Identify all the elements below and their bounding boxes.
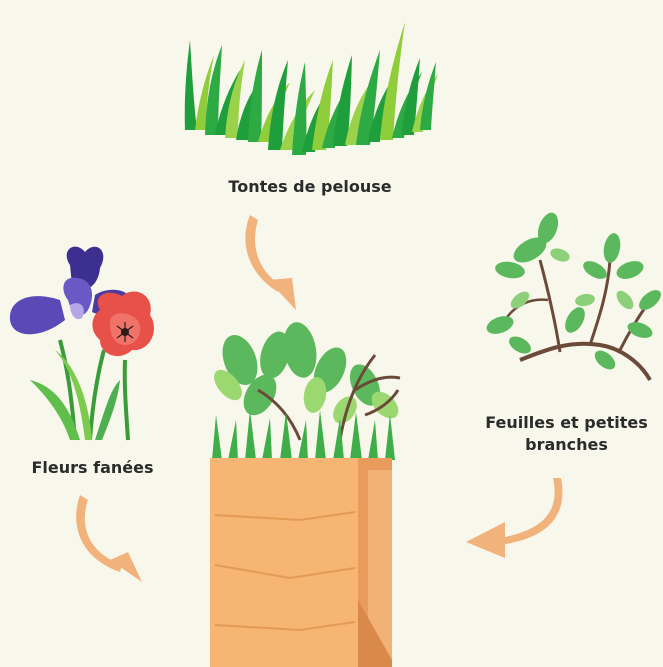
arrow-from-leaves [466,478,562,558]
grass-illustration [185,22,438,155]
label-leaves-branches: Feuilles et petites branches [470,412,663,456]
label-faded-flowers: Fleurs fanées [10,457,175,479]
arrow-from-flowers [76,495,142,582]
arrow-from-grass [245,215,296,310]
flowers-illustration [10,247,154,440]
compost-bag-illustration [209,320,404,667]
label-grass-clippings: Tontes de pelouse [190,176,430,198]
leafy-branch-illustration [484,210,663,380]
